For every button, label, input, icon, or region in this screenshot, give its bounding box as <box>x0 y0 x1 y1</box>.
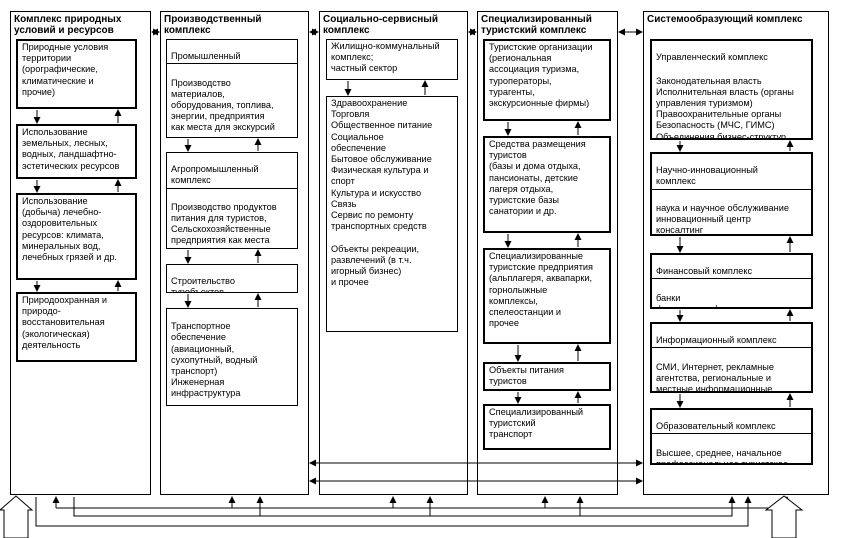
column-specialized-tourism: Специализированный туристский комплекс <box>477 11 618 495</box>
box-housing: Жилищно-коммунальный комплекс; частный с… <box>326 39 458 80</box>
column-social-service: Социально-сервисный комплекс <box>319 11 468 495</box>
box-industrial: Промышленный Производство материалов, об… <box>166 39 298 138</box>
box-science: Научно-инновационный комплекс наука и на… <box>650 152 813 236</box>
box-land-use: Использование земельных, лесных, водных,… <box>16 124 137 179</box>
box-head: Строительство туробъектов <box>171 276 235 293</box>
box-head: Управленческий комплекс <box>656 52 768 63</box>
box-education: Образовательный комплекс Высшее, среднее… <box>650 408 813 465</box>
box-head: Информационный комплекс <box>652 335 811 349</box>
box-body: наука и научное обслуживание инновационн… <box>656 202 789 236</box>
box-head: Промышленный <box>167 51 297 65</box>
box-body: банки финансовые фонды страхование <box>656 292 743 309</box>
box-health-resources: Использование (добыча) лечебно- оздорови… <box>16 193 137 280</box>
column-system-forming: Системообразующий комплекс <box>643 11 829 495</box>
box-nature-protection: Природоохранная и природо- восстановител… <box>16 292 137 362</box>
box-transport: Транспортное обеспечение (авиационный, с… <box>166 308 298 406</box>
column-production: Производственный комплекс <box>160 11 309 495</box>
box-head: Финансовый комплекс <box>652 266 811 280</box>
box-body: Производство материалов, оборудования, т… <box>171 77 275 137</box>
box-management: Управленческий комплекс Законодательная … <box>650 39 813 140</box>
box-tour-organizations: Туристские организации (региональная асс… <box>483 39 611 121</box>
box-body: Законодательная власть Исполнительная вл… <box>656 75 794 140</box>
box-natural-conditions: Природные условия территории (орографиче… <box>16 39 137 109</box>
column-natural-resources: Комплекс природных условий и ресурсов <box>10 11 151 495</box>
box-body: СМИ, Интернет, рекламные агентства, реги… <box>656 361 774 393</box>
box-finance: Финансовый комплекс банки финансовые фон… <box>650 253 813 309</box>
column-title: Производственный комплекс <box>164 14 262 36</box>
box-social-services: Здравоохранение Торговля Общественное пи… <box>326 96 458 332</box>
box-special-enterprises: Специализированные туристские предприяти… <box>483 248 611 344</box>
box-head: Научно-инновационный комплекс <box>652 165 811 190</box>
column-title: Социально-сервисный комплекс <box>323 14 438 36</box>
box-body: Транспортное обеспечение (авиационный, с… <box>171 321 258 399</box>
box-tourist-transport: Специализированный туристский транспорт <box>483 404 611 450</box>
box-body: Производство продуктов питания для турис… <box>171 201 277 248</box>
box-construction: Строительство туробъектов <box>166 264 298 293</box>
column-title: Системообразующий комплекс <box>647 14 803 25</box>
box-agro: Агропромышленный комплекс Производство п… <box>166 152 298 249</box>
column-title: Комплекс природных условий и ресурсов <box>14 14 122 36</box>
column-title: Специализированный туристский комплекс <box>481 14 592 36</box>
box-head: Агропромышленный комплекс <box>167 164 297 189</box>
box-information: Информационный комплекс СМИ, Интернет, р… <box>650 322 813 393</box>
box-body: Высшее, среднее, начальное профессиональ… <box>656 447 789 465</box>
box-accommodation: Средства размещения туристов (базы и дом… <box>483 136 611 233</box>
box-head: Образовательный комплекс <box>652 421 811 435</box>
box-catering: Объекты питания туристов <box>483 362 611 391</box>
